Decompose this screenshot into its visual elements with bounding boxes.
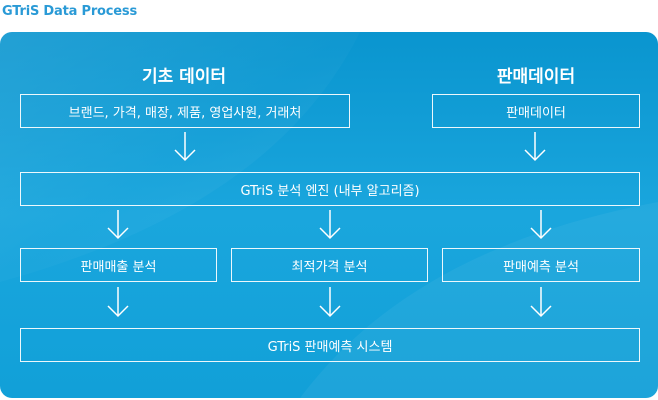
heading-basic-data: 기초 데이터: [141, 67, 227, 87]
flow-arrows: [107, 132, 552, 318]
arrow-down-icon: [319, 210, 341, 240]
arrow-down-icon: [319, 287, 341, 318]
forecast-system-box: GTriS 판매예측 시스템: [20, 328, 640, 362]
arrow-down-icon: [107, 210, 129, 240]
analysis-engine-box: GTriS 분석 엔진 (내부 알고리즘): [20, 172, 640, 206]
arrow-down-icon: [530, 210, 552, 240]
optimal-price-analysis-box: 최적가격 분석: [231, 248, 428, 282]
arrow-down-icon: [174, 132, 196, 162]
sales-revenue-analysis-box: 판매매출 분석: [20, 248, 217, 282]
heading-sales-data: 판매데이터: [496, 67, 576, 87]
sales-data-box: 판매데이터: [432, 94, 640, 128]
arrow-down-icon: [524, 132, 546, 162]
sales-forecast-analysis-box: 판매예측 분석: [442, 248, 640, 282]
page-title: GTriS Data Process: [2, 4, 137, 19]
basic-data-box: 브랜드, 가격, 매장, 제품, 영업사원, 거래처: [20, 94, 350, 128]
arrow-down-icon: [107, 287, 129, 318]
process-panel: 기초 데이터 판매데이터 브랜드, 가격, 매장, 제품, 영업사원, 거래처 …: [0, 32, 658, 398]
arrow-down-icon: [530, 287, 552, 318]
